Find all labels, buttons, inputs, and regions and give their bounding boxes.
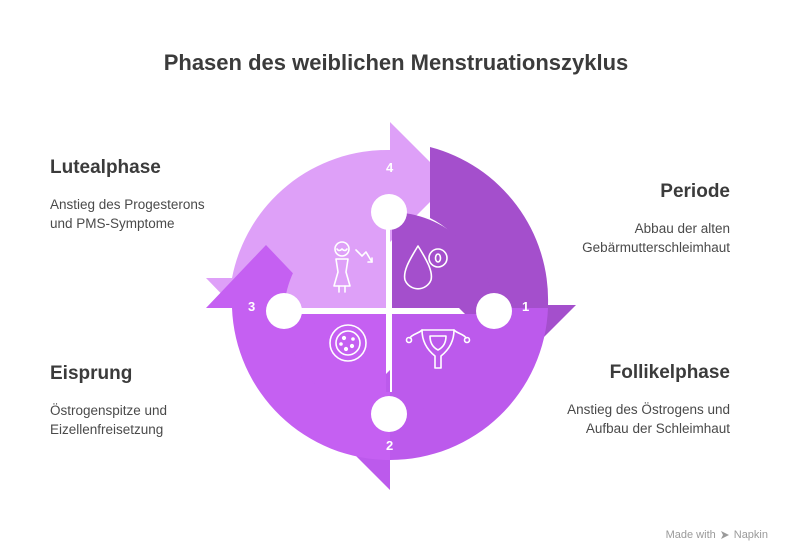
footer-brand: Napkin (733, 529, 768, 541)
cell-icon (329, 324, 367, 362)
napkin-logo-icon (720, 531, 729, 539)
phase-number-2: 2 (386, 438, 393, 453)
lutealphase-heading: Lutealphase (50, 157, 161, 178)
drop-icon (403, 245, 448, 290)
lutealphase-block: Lutealphase Anstieg des Progesterons und… (50, 157, 230, 233)
phase-number-1: 1 (522, 299, 529, 314)
phase-number-3: 3 (248, 299, 255, 314)
quadrant-eisprung (284, 314, 386, 414)
periode-text: Abbau der alten Gebärmutterschleimhaut (582, 221, 730, 255)
follikelphase-heading: Follikelphase (609, 362, 730, 383)
quadrant-luteal (284, 212, 386, 308)
uterus-icon (405, 329, 471, 369)
page-title: Phasen des weiblichen Menstruationszyklu… (163, 50, 629, 75)
follikelphase-block: Follikelphase Anstieg des Östrogens und … (530, 362, 730, 438)
eisprung-text: Östrogenspitze und Eizellenfreisetzung (50, 403, 168, 437)
footer-credit: Made with Napkin (666, 529, 768, 541)
lutealphase-text: Anstieg des Progesterons und PMS-Symptom… (50, 197, 205, 231)
eisprung-block: Eisprung Östrogenspitze und Eizellenfrei… (50, 363, 250, 439)
periode-heading: Periode (660, 181, 730, 202)
periode-block: Periode Abbau der alten Gebärmutterschle… (530, 181, 730, 257)
quadrant-periode (392, 212, 494, 308)
follikelphase-text: Anstieg des Östrogens und Aufbau der Sch… (567, 402, 730, 436)
eisprung-heading: Eisprung (50, 363, 133, 384)
woman-declining-icon (333, 241, 373, 293)
footer-label: Made with (665, 529, 716, 541)
phase-number-4: 4 (386, 160, 394, 175)
